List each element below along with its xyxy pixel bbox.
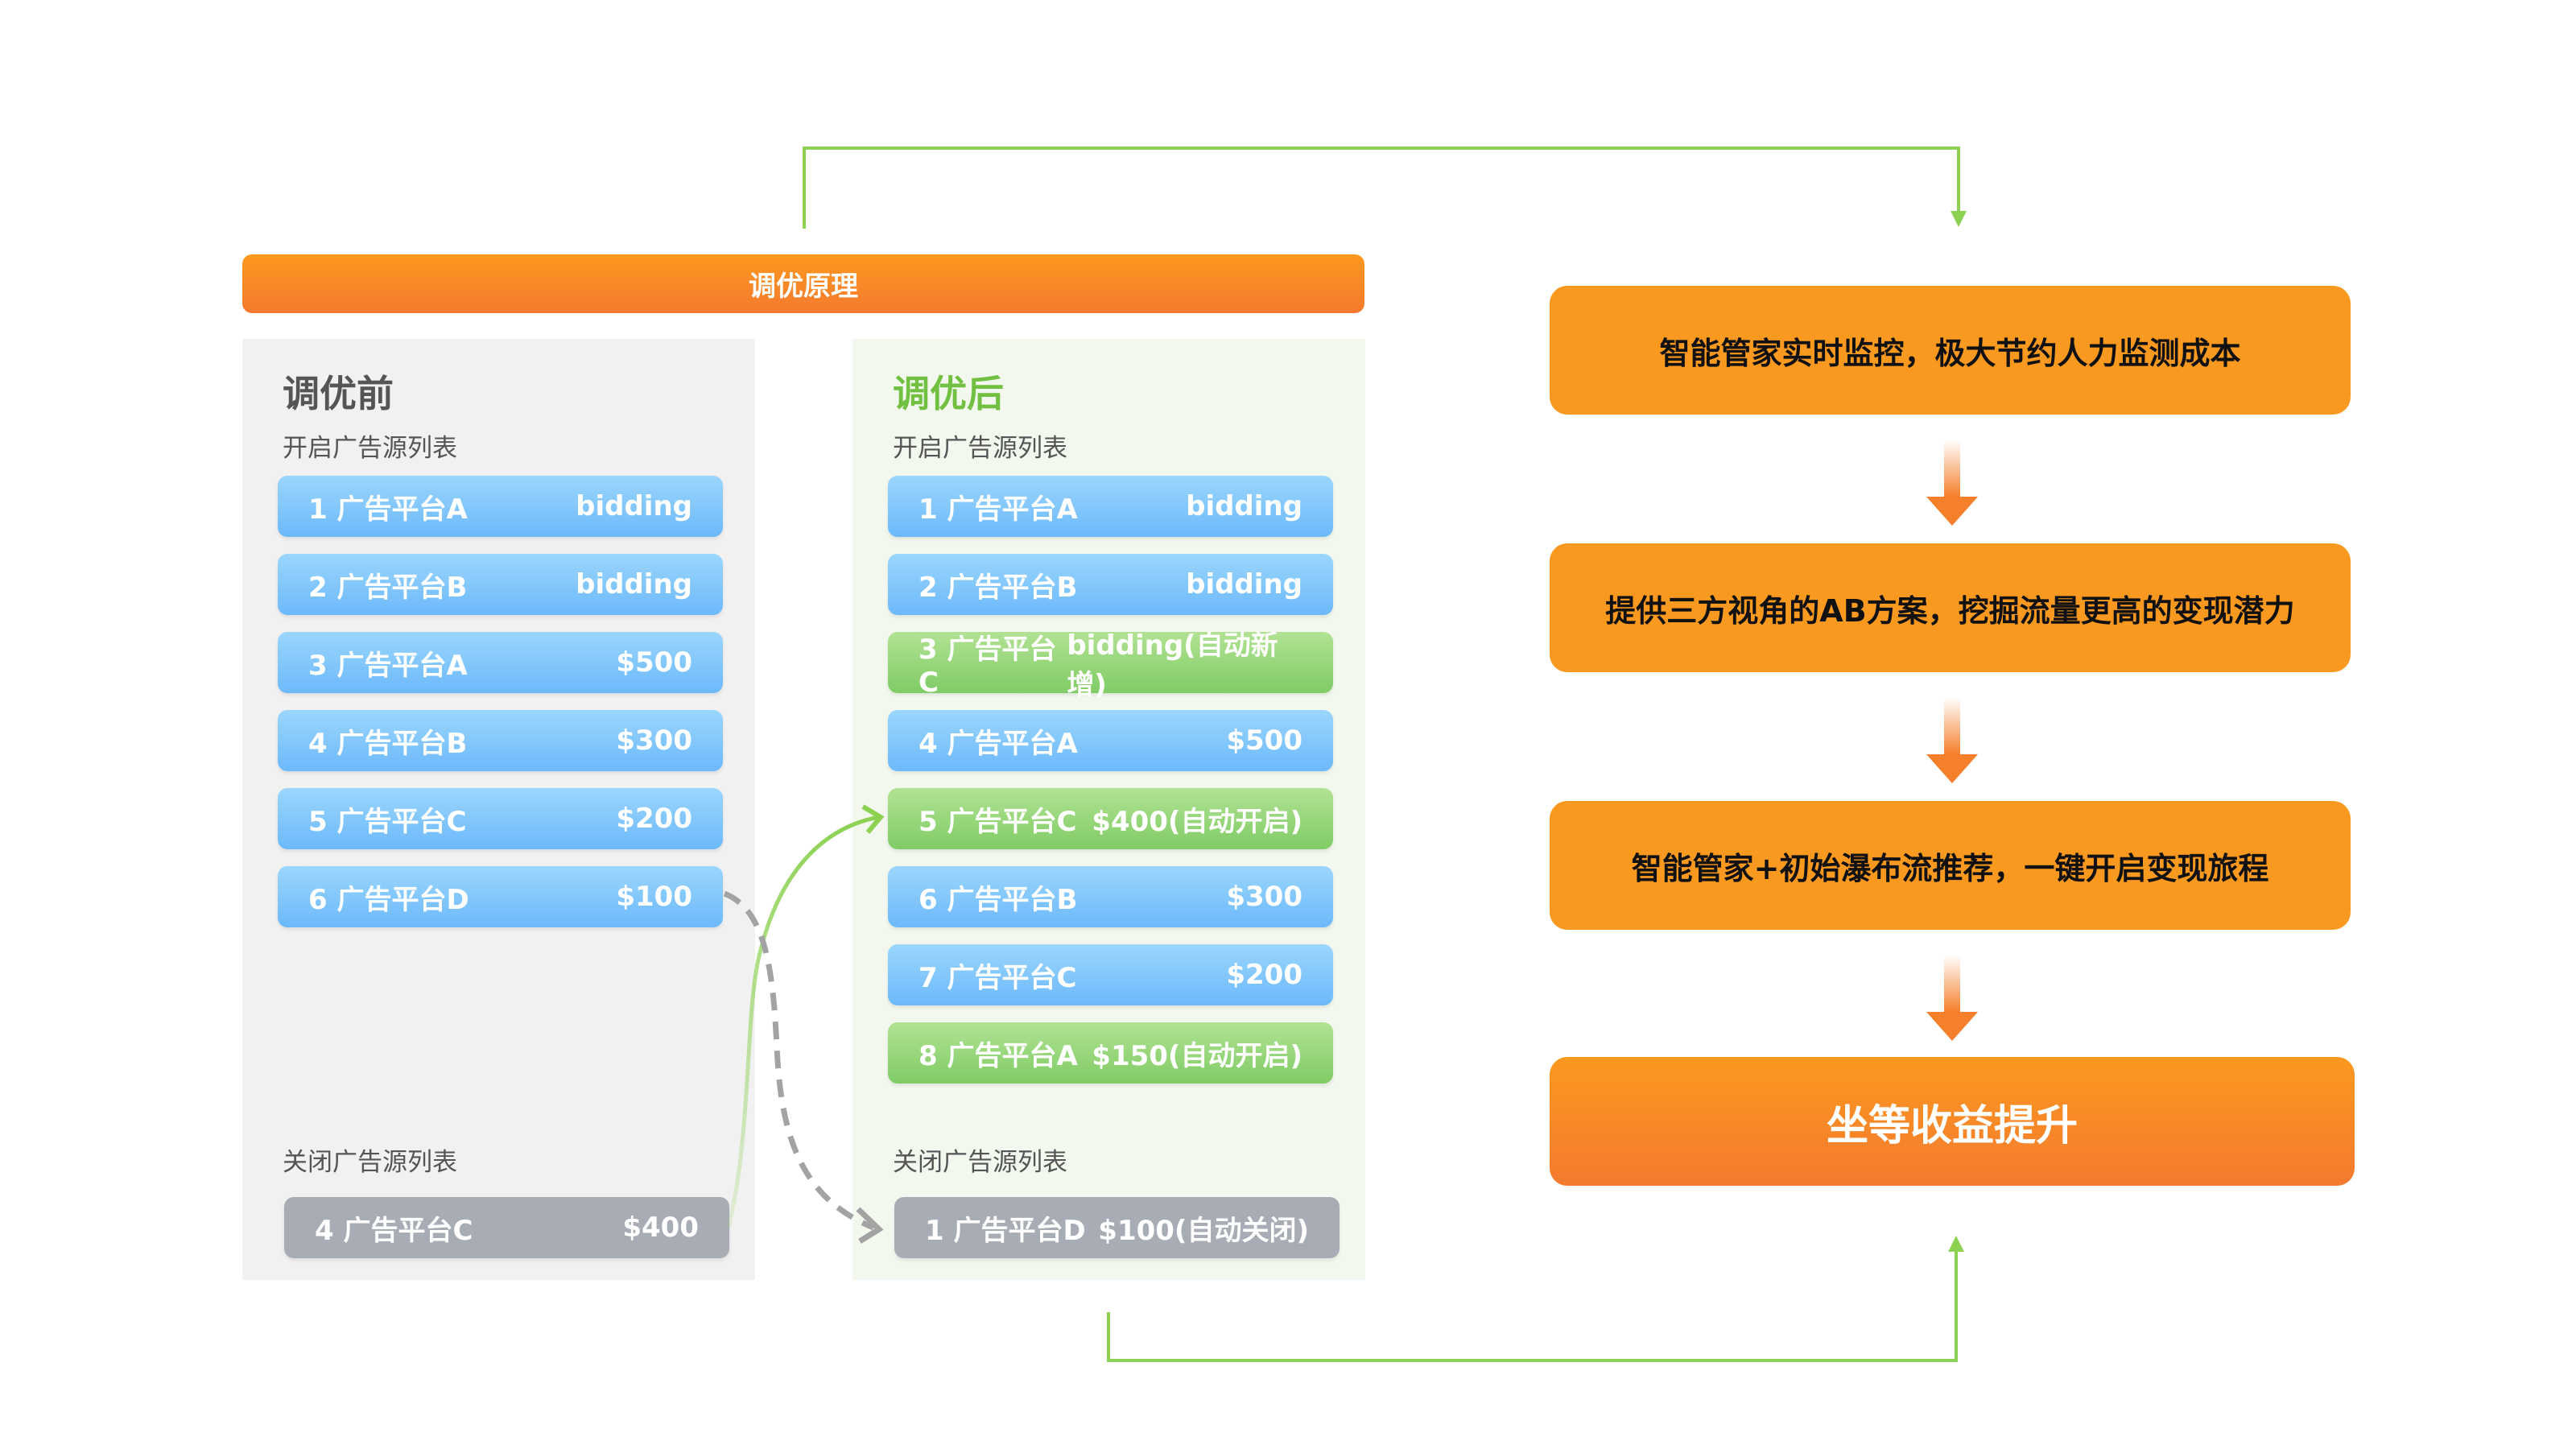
- ad-source-item[interactable]: 6 广告平台B $300: [888, 866, 1333, 927]
- ad-source-value: $500: [1226, 724, 1302, 757]
- ad-source-value: bidding: [576, 568, 692, 601]
- ad-source-name: 5 广告平台C: [919, 805, 1077, 838]
- ad-source-item[interactable]: 1 广告平台D $100(自动关闭): [894, 1197, 1340, 1258]
- ad-source-name: 7 广告平台C: [919, 961, 1077, 994]
- bottom-connector-line: [1107, 1244, 1958, 1362]
- ad-source-item[interactable]: 2 广告平台B bidding: [888, 554, 1333, 615]
- ad-source-item[interactable]: 5 广告平台C $400(自动开启): [888, 788, 1333, 849]
- before-panel: 调优前 开启广告源列表 1 广告平台A bidding 2 广告平台B bidding…: [242, 339, 755, 1280]
- ad-source-value: bidding: [1186, 568, 1302, 601]
- top-connector-arrowhead: [1951, 211, 1967, 227]
- ad-source-item[interactable]: 8 广告平台A $150(自动开启): [888, 1022, 1333, 1084]
- benefit-step: 坐等收益提升: [1550, 1057, 2355, 1186]
- ad-source-value: $200: [616, 803, 692, 835]
- ad-source-value: bidding(自动新增): [1067, 630, 1278, 701]
- ad-source-name: 1 广告平台D: [925, 1214, 1086, 1247]
- after-panel: 调优后 开启广告源列表 1 广告平台A bidding 2 广告平台B bidding…: [852, 339, 1365, 1280]
- tuning-principle-title: 调优原理: [242, 254, 1364, 313]
- ad-source-item[interactable]: 1 广告平台A bidding: [888, 476, 1333, 537]
- down-arrow-icon: [1926, 698, 1978, 783]
- ad-source-name: 4 广告平台B: [308, 727, 468, 760]
- benefit-step: 智能管家+初始瀑布流推荐，一键开启变现旅程: [1550, 801, 2351, 930]
- ad-source-item[interactable]: 3 广告平台A $500: [278, 632, 723, 693]
- ad-source-item[interactable]: 4 广告平台C $400: [284, 1197, 729, 1258]
- ad-source-item[interactable]: 4 广告平台A $500: [888, 710, 1333, 771]
- top-connector-line: [803, 147, 1960, 229]
- bottom-connector-arrowhead: [1948, 1236, 1964, 1252]
- ad-source-item[interactable]: 1 广告平台A bidding: [278, 476, 723, 537]
- ad-source-name: 1 广告平台A: [308, 493, 468, 526]
- down-arrow-icon: [1926, 956, 1978, 1041]
- ad-source-value: $300: [616, 724, 692, 757]
- ad-source-item[interactable]: 5 广告平台C $200: [278, 788, 723, 849]
- ad-source-value: $400: [622, 1212, 699, 1244]
- ad-source-value: $100: [616, 881, 692, 913]
- before-closed-label: 关闭广告源列表: [283, 1148, 457, 1177]
- benefit-step: 智能管家实时监控，极大节约人力监测成本: [1550, 286, 2351, 415]
- ad-source-name: 8 广告平台A: [919, 1039, 1078, 1072]
- after-open-label: 开启广告源列表: [893, 434, 1067, 463]
- ad-source-name: 2 广告平台B: [919, 571, 1078, 604]
- ad-source-name: 6 广告平台B: [919, 883, 1078, 916]
- ad-source-value: $400(自动开启): [1092, 805, 1302, 838]
- after-closed-label: 关闭广告源列表: [893, 1148, 1067, 1177]
- ad-source-value: bidding: [1186, 490, 1302, 522]
- ad-source-value: $200: [1226, 959, 1302, 991]
- ad-source-value: $500: [616, 646, 692, 679]
- ad-source-name: 4 广告平台A: [919, 727, 1078, 760]
- ad-source-item[interactable]: 4 广告平台B $300: [278, 710, 723, 771]
- down-arrow-icon: [1926, 440, 1978, 526]
- ad-source-name: 6 广告平台D: [308, 883, 469, 916]
- ad-source-name: 5 广告平台C: [308, 805, 467, 838]
- before-heading: 调优前: [283, 372, 394, 415]
- ad-source-item[interactable]: 7 广告平台C $200: [888, 944, 1333, 1005]
- ad-source-name: 2 广告平台B: [308, 571, 468, 604]
- ad-source-name: 3 广告平台C: [919, 633, 1057, 699]
- ad-source-name: 1 广告平台A: [919, 493, 1078, 526]
- ad-source-item[interactable]: 6 广告平台D $100: [278, 866, 723, 927]
- ad-source-value: bidding: [576, 490, 692, 522]
- ad-source-name: 3 广告平台A: [308, 649, 468, 682]
- ad-source-value: $150(自动开启): [1092, 1039, 1302, 1072]
- after-heading: 调优后: [893, 372, 1004, 415]
- benefit-step: 提供三方视角的AB方案，挖掘流量更高的变现潜力: [1550, 543, 2351, 672]
- ad-source-name: 4 广告平台C: [315, 1214, 473, 1247]
- ad-source-value: $300: [1226, 881, 1302, 913]
- before-open-label: 开启广告源列表: [283, 434, 457, 463]
- ad-source-item[interactable]: 2 广告平台B bidding: [278, 554, 723, 615]
- ad-source-value: $100(自动关闭): [1098, 1214, 1309, 1247]
